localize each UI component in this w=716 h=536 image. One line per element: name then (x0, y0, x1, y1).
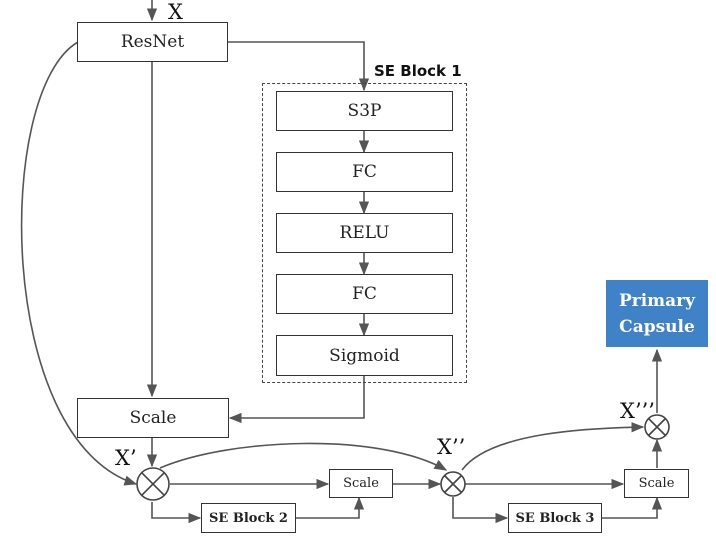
se-block-1-container (262, 83, 467, 383)
skip-curve-2 (159, 442, 448, 471)
mult2-to-se3 (452, 497, 509, 524)
se-block-3-box: SE Block 3 (508, 503, 602, 533)
label-x-prime: X’ (115, 446, 137, 470)
mult1-to-se2 (151, 502, 202, 524)
label-x-triple-prime: X’’’ (620, 399, 655, 423)
resnet-box: ResNet (77, 22, 228, 62)
s3p-box: S3P (276, 91, 453, 131)
primary-capsule-line-1: Primary (618, 290, 696, 311)
se-block-1-label: SE Block 1 (374, 62, 462, 80)
skip-curve-3 (461, 422, 645, 471)
sigmoid-to-scale (228, 376, 365, 424)
multiply-icon (440, 471, 466, 497)
scale-box-2: Scale (329, 469, 393, 498)
sigmoid-box: Sigmoid (276, 335, 453, 376)
multiply-icon (136, 467, 170, 501)
se3-to-scale3 (602, 496, 663, 519)
scale-box-1: Scale (77, 398, 229, 438)
fc-box-1: FC (276, 152, 453, 192)
se-block-2-box: SE Block 2 (201, 503, 296, 533)
label-x-double-prime: X’’ (437, 435, 466, 459)
relu-box: RELU (276, 213, 453, 253)
residual-curve (20, 41, 138, 486)
fc-box-2: FC (276, 274, 453, 314)
se2-to-scale2 (296, 496, 365, 519)
resnet-to-se1 (228, 41, 370, 92)
label-x: X (168, 0, 183, 24)
multiply-icon (644, 414, 670, 440)
primary-capsule-line-2: Capsule (619, 316, 695, 337)
primary-capsule-box: Primary Capsule (606, 280, 708, 347)
scale-box-3: Scale (624, 469, 689, 498)
